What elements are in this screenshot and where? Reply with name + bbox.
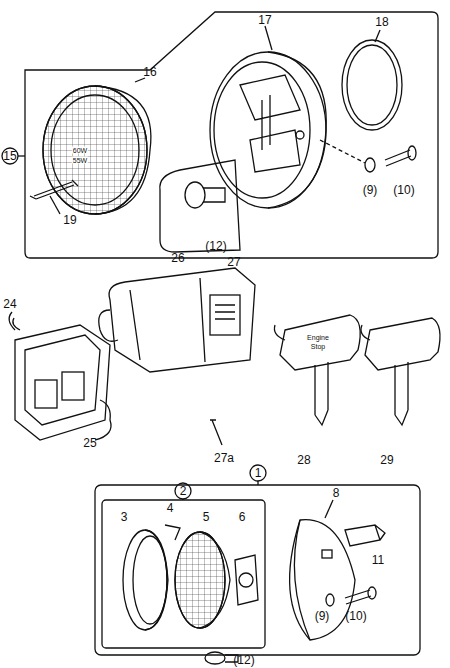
callout-number: 17	[258, 14, 271, 26]
callout-number: 26	[171, 252, 184, 264]
callout-number: 11	[372, 554, 384, 566]
callout-number: (12)	[233, 654, 254, 666]
callout-number: 24	[3, 298, 16, 310]
callout-number: Engine	[306, 334, 330, 341]
callout-number: 6	[239, 511, 246, 523]
callout-number: Stop	[310, 343, 326, 350]
callout-number: 29	[380, 454, 393, 466]
callout-number: (12)	[205, 240, 226, 252]
callout-number: (10)	[393, 184, 414, 196]
callout-number: 55W	[72, 157, 88, 164]
callout-number: (10)	[345, 610, 366, 622]
callout-number: 19	[63, 214, 76, 226]
callout-number: (9)	[363, 184, 378, 196]
callout-number: 4	[167, 502, 174, 514]
callout-number: 18	[375, 16, 388, 28]
callout-number: 60W	[72, 147, 88, 154]
callout-number: 2	[180, 485, 187, 497]
callout-number: 5	[203, 511, 210, 523]
callout-number: 27	[227, 256, 240, 268]
callout-number: 27a	[214, 452, 234, 464]
callout-number: 1	[255, 467, 262, 479]
callout-number: 15	[3, 150, 16, 162]
callout-number: 28	[297, 454, 310, 466]
callout-number: 8	[333, 487, 340, 499]
callout-number: 25	[83, 437, 96, 449]
callout-number: 3	[121, 511, 128, 523]
callout-number: (9)	[315, 610, 330, 622]
callout-number: 16	[143, 66, 156, 78]
